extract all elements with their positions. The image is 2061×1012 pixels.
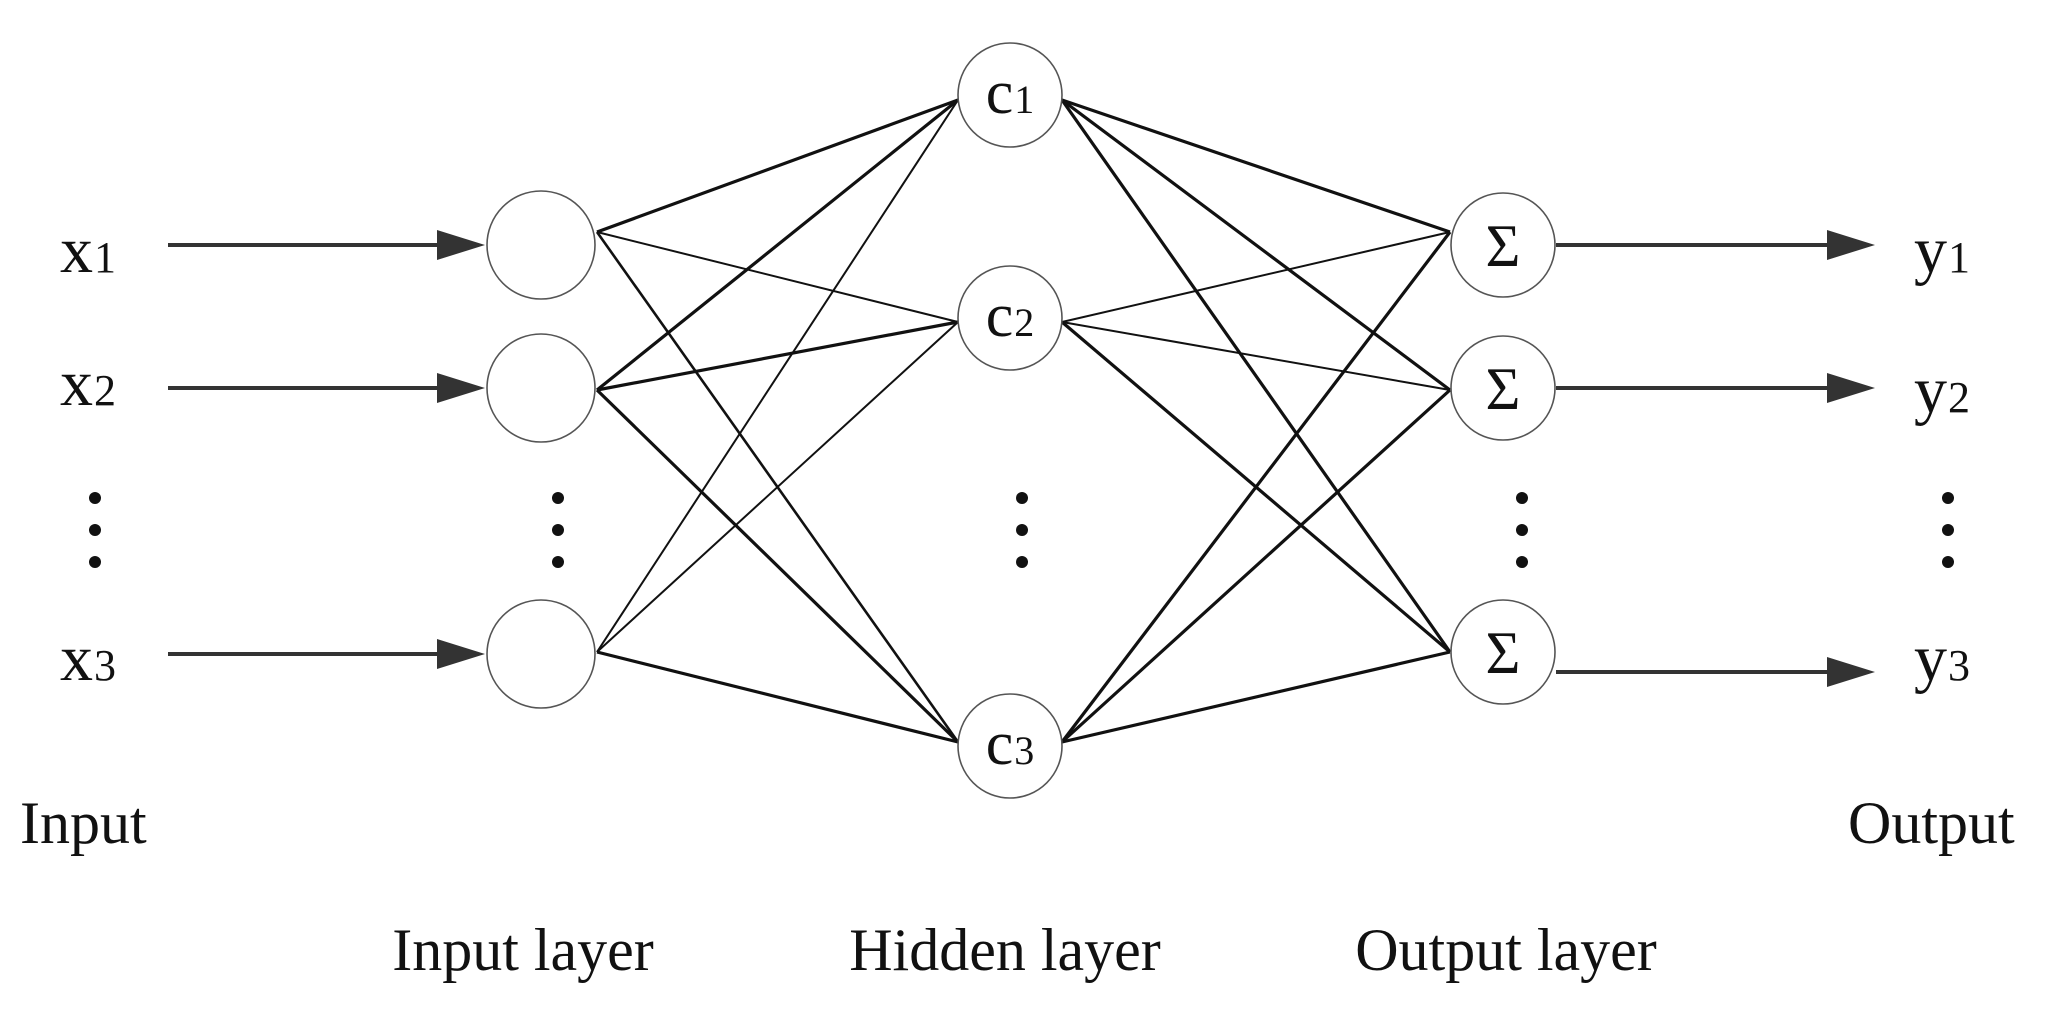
output-arrowhead-2 (1827, 373, 1875, 403)
hidden-node-1-label: c1 (986, 59, 1035, 127)
input-label-3: x3 (60, 622, 116, 695)
edge-in3-c2 (596, 321, 959, 653)
output-node-1 (1450, 192, 1556, 298)
hidden-node-1 (957, 42, 1063, 148)
ellipsis-output-layer (1516, 492, 1528, 568)
output-layer-nodes: Σ Σ Σ (1450, 192, 1556, 705)
output-node-2 (1450, 335, 1556, 441)
edges-hidden-to-output (1060, 98, 1452, 744)
edge-c3-o3 (1061, 650, 1451, 744)
edge-c3-o2 (1060, 388, 1452, 744)
input-arrowhead-1 (437, 230, 485, 260)
input-variable-labels: x1 x2 x3 (60, 214, 116, 695)
edge-in3-c1 (596, 99, 959, 653)
output-variable-labels: y1 y2 y3 (1914, 214, 1970, 695)
input-arrowhead-3 (437, 639, 485, 669)
input-node-1 (486, 190, 596, 300)
input-arrows (168, 230, 485, 669)
output-arrowhead-1 (1827, 230, 1875, 260)
edge-c1-o3 (1060, 99, 1452, 653)
ellipsis-input-vars (89, 492, 101, 568)
edge-c2-o2 (1061, 321, 1451, 391)
hidden-layer-nodes: c1 c2 c3 (957, 42, 1063, 799)
edge-c1-o2 (1061, 98, 1451, 392)
output-node-1-sigma: Σ (1486, 213, 1521, 279)
hidden-layer-caption: Hidden layer (849, 917, 1161, 983)
output-node-3 (1450, 599, 1556, 705)
output-node-2-sigma: Σ (1486, 356, 1521, 422)
input-node-2 (486, 333, 596, 443)
input-caption: Input (20, 790, 147, 856)
input-node-3 (486, 599, 596, 709)
edge-in1-c2 (596, 231, 959, 323)
input-label-1: x1 (60, 214, 116, 287)
ellipsis-input-layer (552, 492, 564, 568)
output-arrowhead-3 (1827, 657, 1875, 687)
input-layer-nodes (486, 190, 596, 709)
edge-in3-c3 (596, 650, 959, 744)
input-layer-caption: Input layer (392, 917, 654, 983)
hidden-node-3-label: c3 (986, 710, 1035, 778)
output-arrows (1556, 230, 1875, 687)
edge-in2-c2 (596, 320, 959, 392)
edge-c3-o1 (1060, 231, 1452, 743)
output-node-3-sigma: Σ (1486, 620, 1521, 686)
input-arrowhead-2 (437, 373, 485, 403)
output-label-3: y3 (1914, 622, 1970, 695)
output-layer-caption: Output layer (1355, 917, 1657, 983)
output-caption: Output (1848, 790, 2015, 856)
edge-c2-o1 (1061, 231, 1451, 323)
hidden-node-2-label: c2 (986, 282, 1035, 350)
output-label-2: y2 (1914, 354, 1970, 427)
input-label-2: x2 (60, 347, 116, 420)
ellipsis-output-vars (1942, 492, 1954, 568)
edge-in2-c3 (595, 388, 960, 744)
output-label-1: y1 (1914, 214, 1970, 287)
edge-in2-c1 (595, 98, 960, 392)
edge-in1-c1 (596, 98, 959, 234)
edges-input-to-hidden (595, 98, 960, 744)
hidden-node-3 (957, 693, 1063, 799)
hidden-node-2 (957, 265, 1063, 371)
ellipsis-hidden-layer (1016, 492, 1028, 568)
edge-c1-o1 (1061, 98, 1451, 234)
